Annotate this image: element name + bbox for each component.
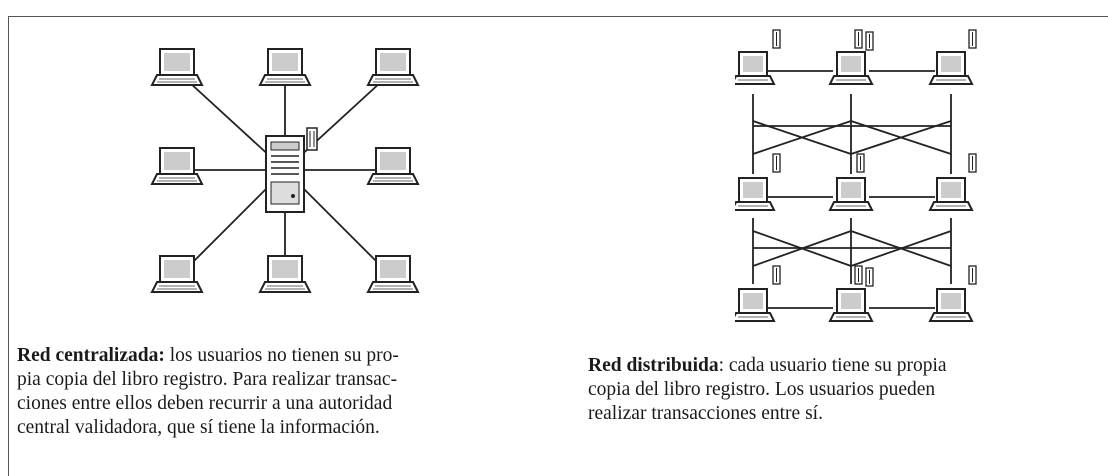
caption-centralized-network: Red centralizada: los usuarios no tienen…	[17, 344, 552, 440]
ledger-book-icon	[865, 267, 874, 287]
laptop-icon	[735, 288, 775, 322]
caption-line: realizar transacciones entre sí.	[588, 403, 823, 424]
caption-line: pia copia del libro registro. Para reali…	[17, 369, 398, 390]
ledger-book-icon	[856, 153, 865, 173]
caption-line: los usuarios no tienen su pro-	[169, 345, 399, 366]
ledger-book-icon	[968, 153, 977, 173]
caption-distributed-network: Red distribuida: cada usuario tiene su p…	[588, 354, 1108, 426]
figure-frame	[8, 16, 1108, 476]
ledger-book-icon	[306, 127, 318, 151]
laptop-icon	[929, 51, 973, 85]
ledger-book-icon	[865, 31, 874, 51]
caption-line: : cada usuario tiene su propia	[718, 355, 947, 376]
laptop-icon	[367, 147, 419, 185]
laptop-icon	[929, 288, 973, 322]
laptop-icon	[829, 177, 873, 211]
caption-title: Red centralizada:	[17, 345, 165, 366]
ledger-book-icon	[772, 153, 781, 173]
caption-title: Red distribuida	[588, 355, 719, 376]
centralized-network-diagram	[151, 48, 419, 293]
caption-line: central validadora, que sí tiene la info…	[17, 417, 380, 438]
distributed-network-diagram	[735, 29, 977, 322]
laptop-icon	[367, 48, 419, 86]
laptop-icon	[735, 51, 775, 85]
ledger-book-icon	[968, 29, 977, 49]
ledger-book-icon	[772, 29, 781, 49]
laptop-icon	[367, 255, 419, 293]
laptop-icon	[829, 51, 873, 85]
laptop-icon	[259, 255, 311, 293]
ledger-book-icon	[968, 265, 977, 285]
connection-lines	[752, 70, 952, 309]
ledger-book-icon	[854, 29, 863, 49]
caption-line: ciones entre ellos deben recurrir a una …	[17, 393, 393, 414]
ledger-book-icon	[772, 265, 781, 285]
laptop-icon	[735, 177, 775, 211]
server-icon	[265, 135, 305, 213]
laptop-icon	[259, 48, 311, 86]
laptop-icon	[151, 147, 203, 185]
ledger-book-icon	[854, 265, 863, 285]
laptop-icon	[929, 177, 973, 211]
laptop-icon	[151, 48, 203, 86]
laptop-icon	[829, 288, 873, 322]
laptop-icon	[151, 255, 203, 293]
caption-line: copia del libro registro. Los usuarios p…	[588, 379, 936, 400]
